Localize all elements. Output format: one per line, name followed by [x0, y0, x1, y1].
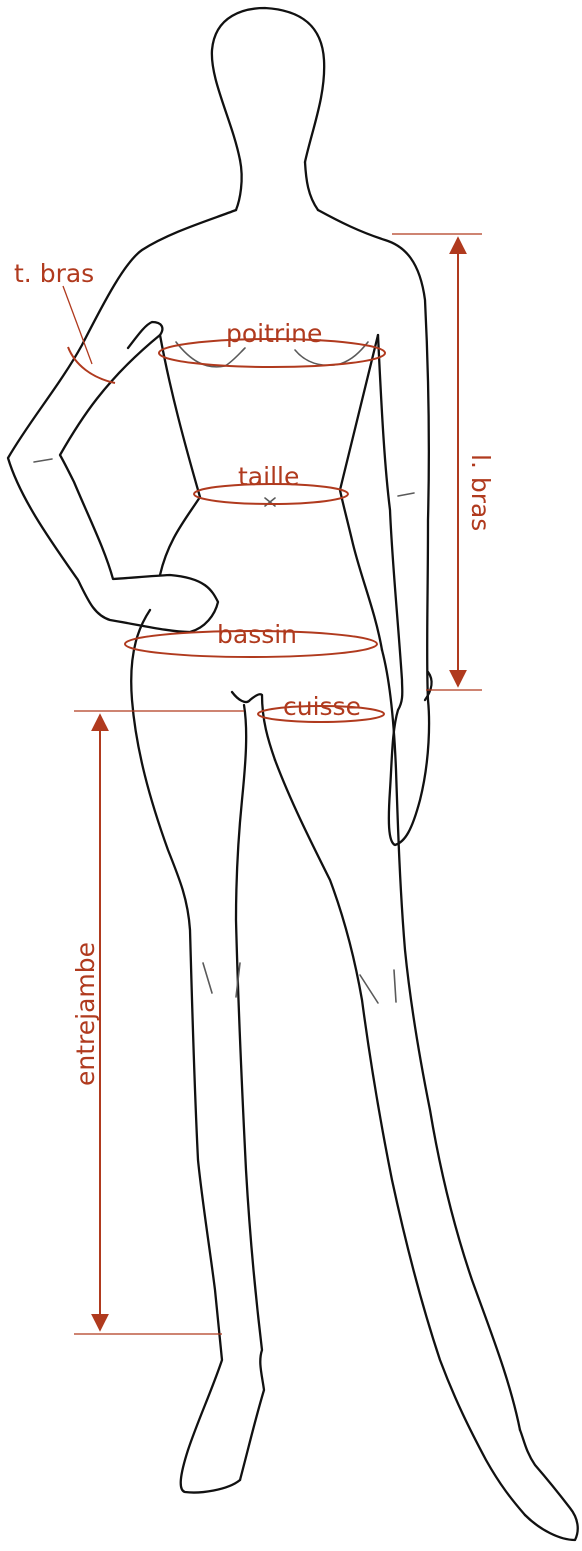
right-arm [318, 210, 429, 845]
arm-circumference-label: t. bras [14, 259, 94, 288]
inseam-label: entrejambe [71, 942, 100, 1086]
right-knee-mark-b [394, 970, 396, 1002]
thigh-label: cuisse [283, 692, 361, 721]
neck-right [305, 162, 318, 210]
waist-label: taille [238, 462, 299, 491]
right-leg-outer [382, 650, 520, 1430]
left-knee-mark-a [203, 963, 212, 993]
arm-circumference-curve [68, 347, 115, 383]
chest-label: poitrine [226, 319, 322, 348]
left-leg-inner [236, 705, 264, 1480]
right-foot [520, 1430, 578, 1540]
arm-length-label: l. bras [466, 454, 495, 531]
joint-marks [34, 342, 414, 1003]
mannequin-figure [8, 8, 578, 1540]
right-elbow-mark [398, 493, 414, 496]
hips-label: bassin [217, 620, 297, 649]
neck-left [236, 160, 242, 210]
crotch [232, 692, 275, 760]
left-elbow-mark [34, 459, 52, 462]
left-torso [160, 335, 200, 575]
head [212, 8, 324, 162]
left-leg-outer [131, 610, 240, 1493]
